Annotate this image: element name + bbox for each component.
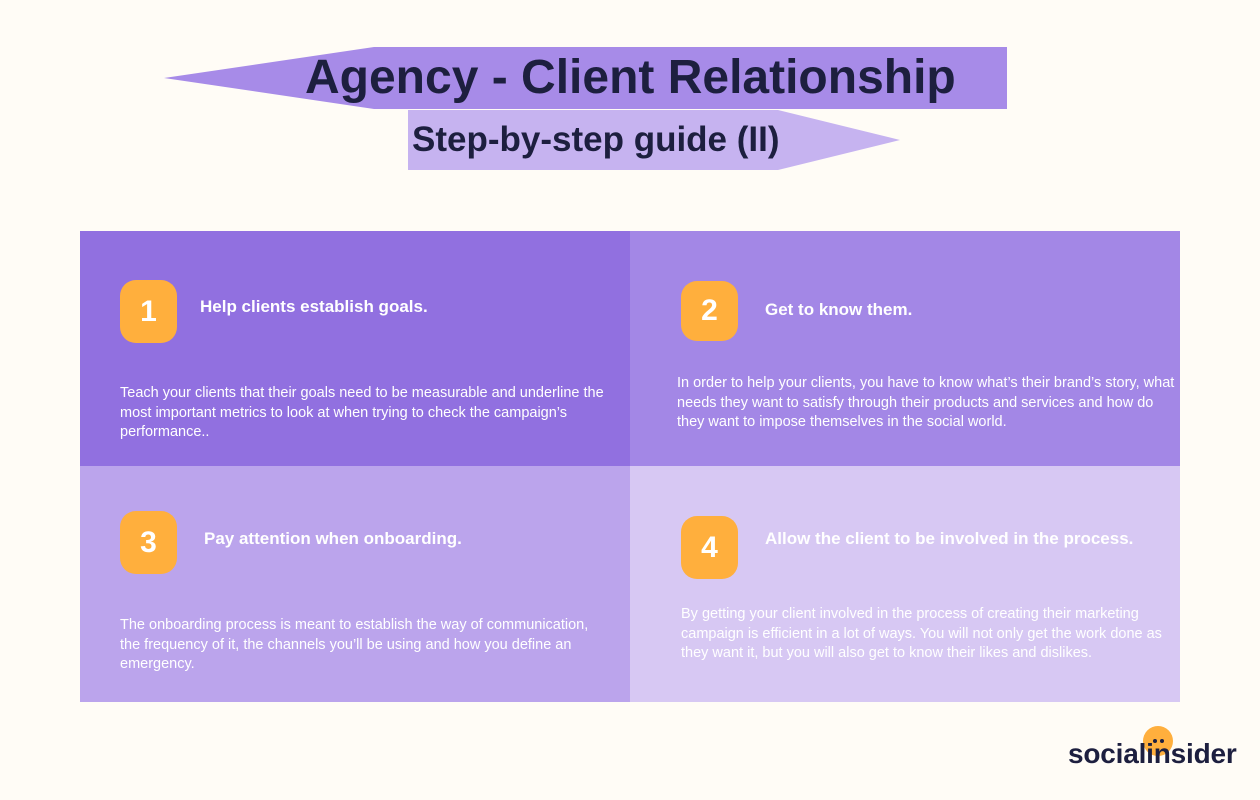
step-card-4: 4 Allow the client to be involved in the… bbox=[630, 466, 1180, 702]
page-subtitle: Step-by-step guide (II) bbox=[412, 120, 780, 159]
brand-name: socialinsider bbox=[1068, 738, 1237, 769]
steps-grid: 1 Help clients establish goals. Teach yo… bbox=[80, 231, 1180, 702]
step-title: Allow the client to be involved in the p… bbox=[765, 529, 1134, 548]
step-title: Help clients establish goals. bbox=[200, 297, 428, 316]
step-number-badge: 1 bbox=[120, 280, 177, 343]
step-card-1: 1 Help clients establish goals. Teach yo… bbox=[80, 231, 630, 466]
step-number-badge: 4 bbox=[681, 516, 738, 579]
step-title: Pay attention when onboarding. bbox=[204, 529, 462, 548]
socialinsider-logo: socialinsider bbox=[1068, 726, 1254, 772]
step-number-badge: 2 bbox=[681, 281, 738, 341]
step-description: In order to help your clients, you have … bbox=[677, 375, 1175, 430]
step-description: The onboarding process is meant to estab… bbox=[120, 617, 589, 672]
step-description: By getting your client involved in the p… bbox=[681, 606, 1162, 661]
step-number-badge: 3 bbox=[120, 511, 177, 574]
step-card-3: 3 Pay attention when onboarding. The onb… bbox=[80, 466, 630, 702]
title-banner bbox=[164, 47, 1007, 109]
page-title: Agency - Client Relationship bbox=[305, 51, 956, 104]
logo-face-icon bbox=[1143, 726, 1173, 756]
step-description: Teach your clients that their goals need… bbox=[120, 385, 604, 440]
subtitle-banner bbox=[408, 110, 900, 170]
step-title: Get to know them. bbox=[765, 300, 913, 319]
step-card-2: 2 Get to know them. In order to help you… bbox=[630, 231, 1180, 466]
